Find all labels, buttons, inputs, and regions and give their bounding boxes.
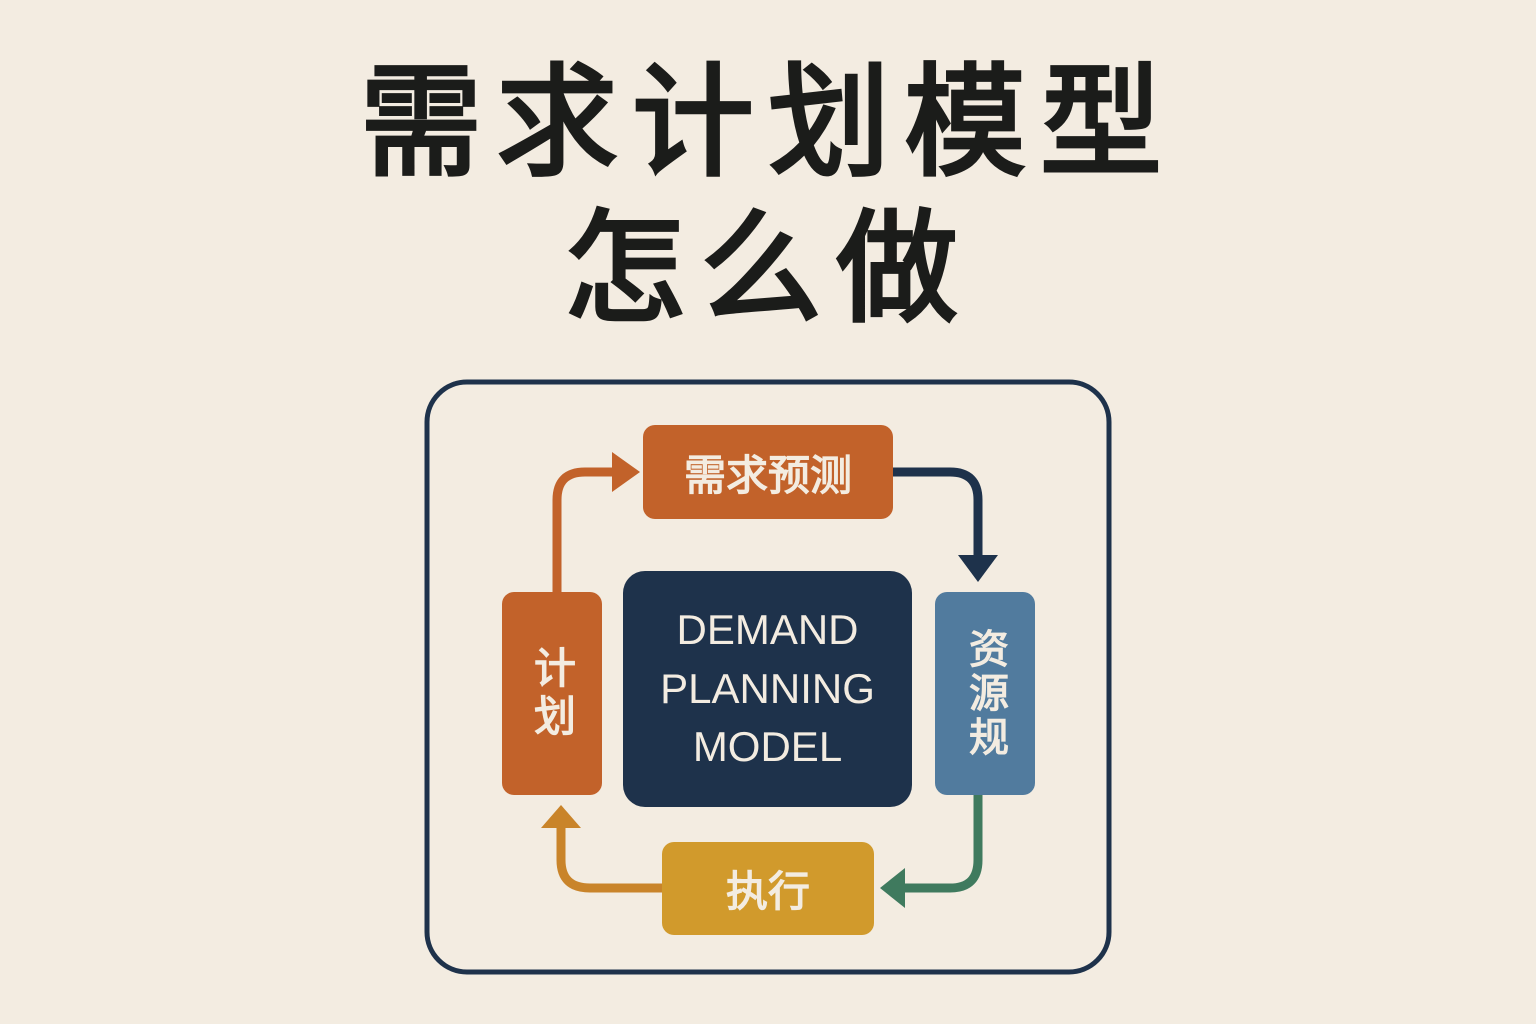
arrow-forecast-to-resource: [893, 467, 983, 555]
node-planning: 计划: [502, 592, 602, 795]
arrow-head-planning-to-forecast: [612, 452, 640, 492]
center-model-label: DEMAND PLANNING MODEL: [623, 571, 912, 807]
arrow-execution-to-planning: [556, 828, 662, 893]
diagram-frame: [424, 379, 1112, 975]
arrow-planning-to-forecast: [552, 467, 612, 592]
node-demand-forecast: 需求预测: [643, 425, 893, 519]
title-line-2: 怎么做: [564, 198, 972, 340]
arrow-head-execution-to-planning: [541, 805, 581, 828]
arrow-resource-to-execution: [905, 795, 983, 893]
node-resource-planning: 资源规: [935, 592, 1035, 795]
arrow-head-resource-to-execution: [880, 868, 905, 908]
node-execution: 执行: [662, 842, 874, 935]
arrow-head-forecast-to-resource: [958, 555, 998, 582]
title-line-1: 需求计划模型: [360, 52, 1176, 194]
